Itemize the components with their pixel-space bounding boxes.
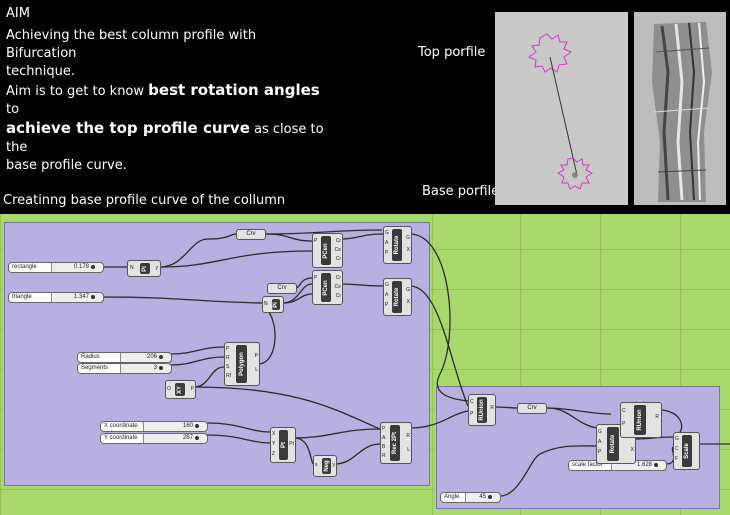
slider-grip[interactable] bbox=[91, 265, 95, 269]
aim-line-1: Achieving the best column profile with B… bbox=[6, 28, 257, 61]
curve-param-1[interactable]: Crv bbox=[236, 229, 266, 240]
region-union-component-2[interactable]: C P RUnion R bbox=[620, 402, 662, 438]
slider-value: 1.628 bbox=[636, 462, 652, 468]
slider-value: 267 bbox=[182, 435, 193, 441]
pcen-component-1[interactable]: P PCen Cr Ce Cr bbox=[312, 233, 343, 268]
top-profile-curve bbox=[527, 33, 573, 73]
region-union-component-1[interactable]: C P RUnion R bbox=[468, 394, 496, 426]
aim-line-4: achieve the top profile curve as close t… bbox=[6, 119, 324, 155]
aim-title: AIM bbox=[6, 6, 30, 21]
top-profile-label: Top porfile bbox=[418, 45, 486, 60]
xy-plane-component[interactable]: O XY P bbox=[165, 380, 196, 399]
triangle-slider[interactable]: triangle 1.347 bbox=[8, 292, 104, 303]
slider-grip[interactable] bbox=[159, 366, 163, 370]
slider-value: 3 bbox=[153, 365, 157, 371]
axis-line bbox=[549, 56, 578, 176]
slider-label: Y coordinate bbox=[101, 434, 144, 443]
segments-slider[interactable]: Segments 3 bbox=[77, 363, 172, 374]
slider-value: 0.178 bbox=[73, 264, 89, 270]
pi-component-2[interactable]: N Pi bbox=[262, 296, 284, 313]
slider-grip[interactable] bbox=[654, 463, 658, 467]
y-coordinate-slider[interactable]: Y coordinate 267 bbox=[100, 433, 208, 444]
base-profile-curve bbox=[557, 157, 593, 190]
slider-label: scale factor bbox=[569, 461, 612, 470]
column-render-drawing bbox=[634, 12, 726, 205]
slider-value: 160 bbox=[182, 423, 193, 429]
slider-grip[interactable] bbox=[91, 295, 95, 299]
aim-line-3: Aim is to get to know best rotation angl… bbox=[6, 81, 320, 117]
pi-component-1[interactable]: N Pi y bbox=[127, 260, 161, 277]
profile-viewport-image bbox=[495, 12, 628, 205]
point-component[interactable]: X Y Z Pt Pt bbox=[270, 427, 296, 463]
slider-grip[interactable] bbox=[159, 355, 163, 359]
profile-curves-drawing bbox=[495, 12, 628, 205]
curve-param-2[interactable]: Crv bbox=[267, 283, 297, 294]
slider-label: Radius bbox=[78, 353, 121, 362]
rotate-component-2[interactable]: G A P Rotate G X bbox=[383, 278, 412, 316]
grasshopper-canvas[interactable]: rectangle 0.178 triangle 1.347 Radius 206 S… bbox=[0, 214, 730, 515]
rectangle-slider[interactable]: rectangle 0.178 bbox=[8, 262, 104, 273]
aim-line-2: technique. bbox=[6, 64, 75, 79]
column-render-image bbox=[634, 12, 726, 205]
slider-value: 45 bbox=[479, 494, 486, 500]
x-coordinate-slider[interactable]: X coordinate 160 bbox=[100, 421, 208, 432]
rotate-component-1[interactable]: G A P Rotate G X bbox=[383, 226, 412, 264]
pcen-component-2[interactable]: P PCen Cr Ce Cr bbox=[312, 270, 343, 305]
slider-label: X coordinate bbox=[101, 422, 144, 431]
curve-param-3[interactable]: Crv bbox=[517, 403, 547, 414]
angle-slider[interactable]: Angle 45 bbox=[440, 492, 501, 503]
aim-description: Achieving the best column profile with B… bbox=[6, 27, 326, 175]
base-profile-label: Base porfile bbox=[422, 184, 500, 199]
slider-value: 206 bbox=[146, 354, 157, 360]
section-heading: Creatinng base profile curve of the coll… bbox=[3, 193, 286, 208]
aim-line-5: base profile curve. bbox=[6, 158, 127, 173]
slider-label: Segments bbox=[78, 364, 121, 373]
slider-grip[interactable] bbox=[195, 436, 199, 440]
aim-emphasis-curve: achieve the top profile curve bbox=[6, 119, 250, 137]
radius-slider[interactable]: Radius 206 bbox=[77, 352, 172, 363]
negative-component[interactable]: x Neg y bbox=[313, 455, 337, 477]
slider-value: 1.347 bbox=[73, 294, 89, 300]
slider-grip[interactable] bbox=[488, 495, 492, 499]
slider-label: triangle bbox=[9, 293, 52, 302]
slider-grip[interactable] bbox=[195, 424, 199, 428]
scale-component[interactable]: G C F Scale bbox=[673, 432, 700, 470]
wire-connections bbox=[102, 229, 730, 497]
rectangle-2pt-component[interactable]: P A B R Rec 2Pt R L bbox=[380, 422, 412, 464]
slider-label: Angle bbox=[441, 493, 466, 502]
aim-emphasis-rotation: best rotation angles bbox=[148, 81, 320, 99]
polygon-component[interactable]: P R S Rf Polygon P L bbox=[224, 342, 260, 386]
slider-label: rectangle bbox=[9, 263, 52, 272]
